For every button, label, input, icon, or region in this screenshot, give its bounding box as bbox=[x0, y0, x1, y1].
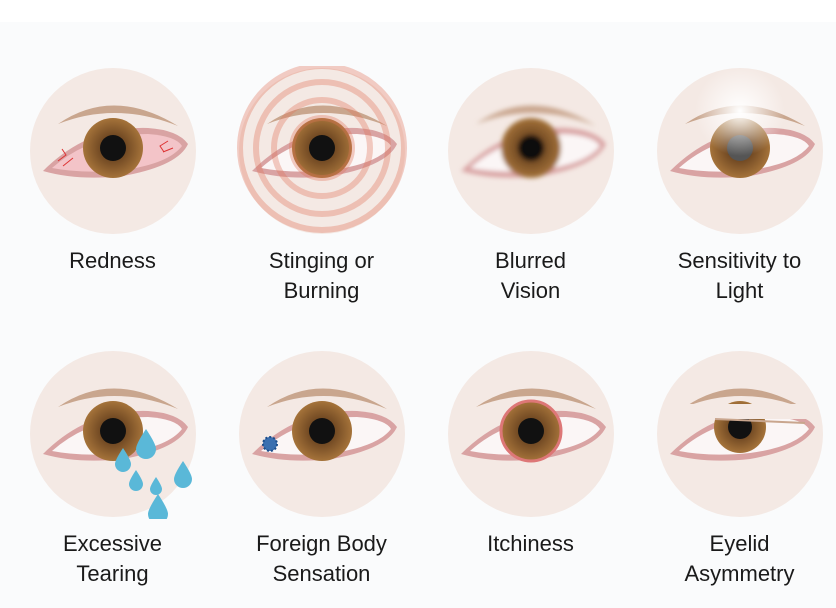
burning-ring bbox=[252, 79, 391, 217]
label-line2: Burning bbox=[283, 278, 360, 303]
symptom-light: Sensitivity to Light bbox=[635, 66, 836, 306]
eyebrow-crease bbox=[57, 105, 178, 126]
pupil bbox=[99, 135, 126, 161]
eyebrow-crease bbox=[57, 388, 178, 409]
label-line1: Excessive bbox=[62, 531, 163, 556]
label-line1: Stinging or bbox=[268, 248, 375, 273]
label-line2: Tearing bbox=[76, 561, 149, 586]
eye-illustration-itch bbox=[447, 351, 614, 517]
label-line2: Asymmetry bbox=[684, 561, 795, 586]
label-line2: Light bbox=[715, 278, 764, 303]
eye-illustration-foreign bbox=[238, 351, 405, 517]
top-band bbox=[0, 0, 836, 22]
pupil bbox=[308, 135, 335, 161]
label-line1: Sensitivity to bbox=[677, 248, 802, 273]
eyebrow-crease bbox=[266, 105, 387, 126]
label-line1: Itchiness bbox=[487, 531, 574, 556]
label-line1: Foreign Body bbox=[256, 531, 387, 556]
symptom-redness: Redness bbox=[8, 66, 217, 276]
pupil bbox=[308, 418, 335, 444]
label-line1: Redness bbox=[69, 248, 156, 273]
eye-illustration-tearing bbox=[29, 351, 196, 519]
eye-illustration-eyelid bbox=[656, 351, 823, 517]
eyebrow-crease bbox=[475, 105, 596, 126]
label-line2: Sensation bbox=[272, 561, 371, 586]
pupil bbox=[517, 135, 544, 161]
symptom-stinging: Stinging or Burning bbox=[217, 66, 426, 306]
burning-ring bbox=[236, 66, 407, 233]
symptom-label: Stinging or Burning bbox=[217, 246, 426, 306]
burning-ring bbox=[288, 115, 355, 181]
label-line2: Vision bbox=[500, 278, 561, 303]
veins bbox=[57, 140, 173, 167]
tear-drop bbox=[135, 429, 156, 459]
tear-drop bbox=[147, 494, 168, 519]
eyebrow-crease bbox=[266, 388, 387, 409]
symptom-itch: Itchiness bbox=[426, 349, 635, 559]
label-line1: Eyelid bbox=[709, 531, 770, 556]
eyebrow-crease bbox=[475, 388, 596, 409]
eye-illustration-blurred bbox=[447, 68, 614, 234]
tear-drop bbox=[149, 477, 162, 495]
burning-ring bbox=[270, 97, 373, 199]
foreign-particle bbox=[261, 436, 278, 452]
symptom-label: Itchiness bbox=[426, 529, 635, 559]
pupil bbox=[517, 418, 544, 444]
light-glare bbox=[694, 66, 785, 156]
eyebrow-crease bbox=[684, 388, 805, 409]
label-line1: Blurred bbox=[495, 248, 566, 273]
eye-illustration-light bbox=[656, 66, 823, 234]
eye-illustration-stinging bbox=[236, 66, 407, 234]
symptom-label: Sensitivity to Light bbox=[635, 246, 836, 306]
tear-drop bbox=[114, 448, 131, 472]
eye-illustration-redness bbox=[29, 68, 196, 234]
tear-drop bbox=[173, 461, 192, 488]
symptom-label: Redness bbox=[8, 246, 217, 276]
pupil bbox=[99, 418, 126, 444]
tear-drop bbox=[128, 470, 143, 491]
